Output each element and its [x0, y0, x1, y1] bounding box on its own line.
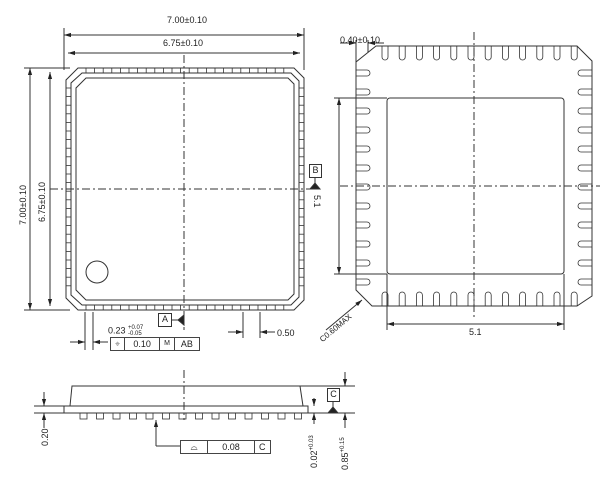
pad-height-dim: 5.1	[312, 195, 322, 208]
pitch-dim: 0.50	[277, 328, 295, 338]
profile-icon: ⌓	[181, 441, 208, 453]
coplanarity-frame: ⌓ 0.08 C	[180, 440, 271, 454]
pad-width-dim: 5.1	[469, 327, 482, 337]
standoff-dim: 0.20	[40, 428, 50, 446]
lead-width-dim: 0.23 +0.07 -0.05	[108, 325, 144, 337]
position-icon: ⌖	[111, 338, 126, 350]
datum-a-label: A	[158, 313, 172, 327]
overall-height-dim: 7.00±0.10	[18, 185, 28, 225]
top-view	[24, 28, 322, 350]
overall-width-dim: 7.00±0.10	[167, 15, 207, 25]
position-tolerance-frame: ⌖ 0.10 M AB	[110, 337, 200, 351]
height-dim: 0.85+0.15	[340, 437, 350, 470]
datum-c-label: C	[327, 388, 340, 402]
side-view	[34, 370, 355, 447]
datum-b-label: B	[309, 164, 322, 178]
lead-length-dim: 0.40±0.10	[340, 35, 380, 45]
body-width-dim: 6.75±0.10	[163, 38, 203, 48]
offset-dim: 0.02+0.03	[309, 435, 319, 468]
body-height-dim: 6.75±0.10	[37, 182, 47, 222]
